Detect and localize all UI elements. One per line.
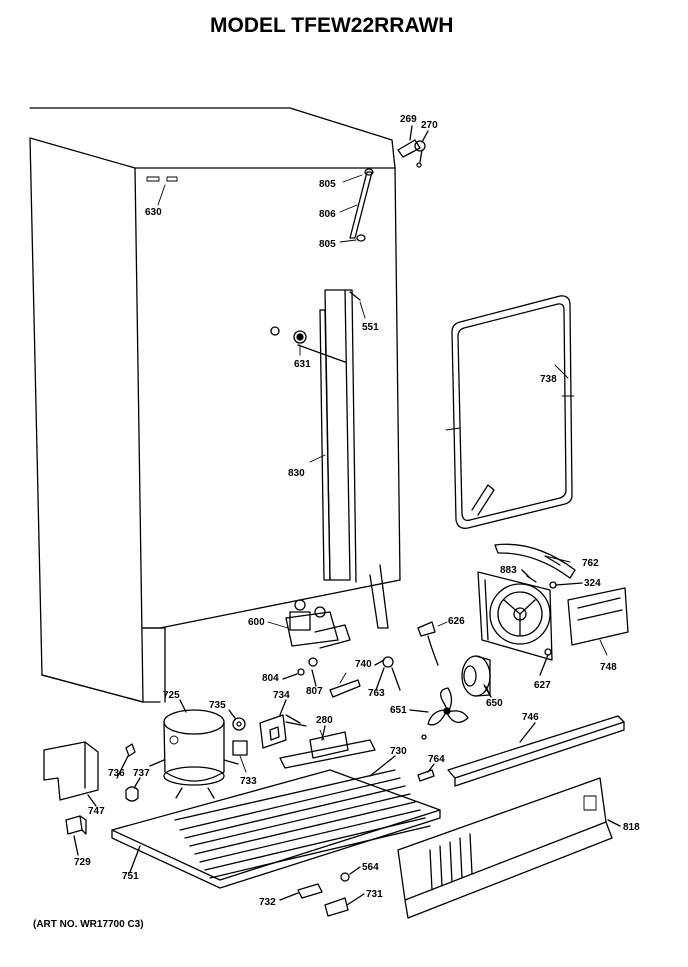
label-748: 748 (600, 662, 617, 673)
part-280 (309, 729, 349, 759)
label-627: 627 (534, 680, 551, 691)
label-830: 830 (288, 468, 305, 479)
label-725: 725 (163, 690, 180, 701)
label-650: 650 (486, 698, 503, 709)
part-746-rail (447, 715, 625, 787)
part-762 (494, 543, 576, 579)
label-630: 630 (145, 207, 162, 218)
label-736: 736 (108, 768, 125, 779)
label-762: 762 (582, 558, 599, 569)
label-804: 804 (262, 673, 279, 684)
label-751: 751 (122, 871, 139, 882)
label-280: 280 (316, 715, 333, 726)
label-740: 740 (355, 659, 372, 670)
part-labels: 269 270 805 630 806 805 551 631 738 830 … (74, 114, 640, 908)
part-269-270 (397, 139, 426, 168)
label-747: 747 (88, 806, 105, 817)
label-818: 818 (623, 822, 640, 833)
part-626 (417, 621, 448, 666)
part-734 (259, 714, 307, 749)
part-735 (232, 717, 246, 731)
label-735: 735 (209, 700, 226, 711)
part-764 (417, 769, 435, 782)
part-763 (375, 656, 401, 691)
label-730: 730 (390, 746, 407, 757)
part-730-condenser (111, 739, 441, 889)
part-600-valve (267, 599, 351, 649)
label-269: 269 (400, 114, 417, 125)
label-731: 731 (366, 889, 383, 900)
part-740 (329, 672, 361, 698)
label-324: 324 (584, 578, 601, 589)
label-651: 651 (390, 705, 407, 716)
part-651-fan-blade (421, 687, 469, 740)
label-270: 270 (421, 120, 438, 131)
part-733 (232, 740, 248, 773)
part-627-fan-bracket (477, 571, 553, 661)
label-564: 564 (362, 862, 379, 873)
art-number: (ART NO. WR17700 C3) (33, 919, 144, 930)
label-733: 733 (240, 776, 257, 787)
label-805-top: 805 (319, 179, 336, 190)
part-806-tube (339, 168, 374, 243)
label-807: 807 (306, 686, 323, 697)
label-805-bottom: 805 (319, 239, 336, 250)
label-732: 732 (259, 897, 276, 908)
label-734: 734 (273, 690, 290, 701)
part-631-plug (270, 326, 307, 356)
part-818-cover (397, 777, 613, 919)
label-746: 746 (522, 712, 539, 723)
part-725-compressor (149, 709, 239, 799)
part-747-shield (43, 741, 99, 801)
label-737: 737 (133, 768, 150, 779)
part-729 (65, 815, 87, 835)
label-729: 729 (74, 857, 91, 868)
part-804-807 (297, 657, 318, 687)
label-763: 763 (368, 688, 385, 699)
label-626: 626 (448, 616, 465, 627)
label-764: 764 (428, 754, 445, 765)
label-738: 738 (540, 374, 557, 385)
part-650-motor (461, 655, 491, 697)
label-600: 600 (248, 617, 265, 628)
label-551: 551 (362, 322, 379, 333)
cabinet (29, 107, 401, 703)
part-830-trough (309, 289, 357, 583)
part-748-cover (567, 587, 629, 656)
part-738-gasket (445, 295, 575, 529)
label-883: 883 (500, 565, 517, 576)
part-732-731-564 (297, 872, 350, 917)
part-736-737 (125, 743, 139, 802)
model-title: MODEL TFEW22RRAWH (210, 14, 453, 37)
leader-lines (73, 125, 621, 906)
label-806: 806 (319, 209, 336, 220)
label-631: 631 (294, 359, 311, 370)
